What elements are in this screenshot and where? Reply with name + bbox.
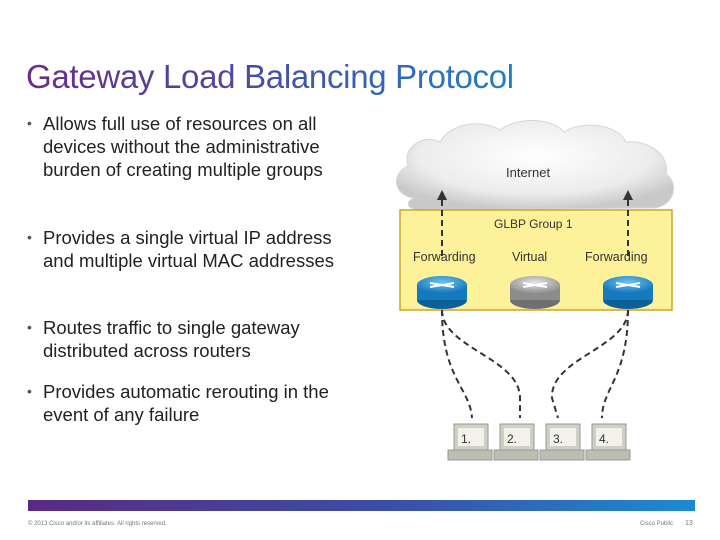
host-pc-4: 4. [585, 423, 631, 461]
bullet-item: Allows full use of resources on all devi… [26, 112, 366, 181]
router-icon [603, 276, 653, 309]
internet-label: Internet [506, 165, 550, 180]
router-label-virtual: Virtual [512, 250, 547, 264]
glbp-diagram: Internet GLBP Group 1 Forwarding Virtual… [396, 119, 675, 461]
host-links [441, 309, 629, 419]
arrowheads [437, 190, 633, 200]
bullet-item: Provides automatic rerouting in the even… [26, 380, 366, 426]
classification-text: Cisco Public [640, 521, 674, 527]
host-pc-3: 3. [539, 423, 585, 461]
host-label: 1. [461, 432, 471, 446]
copyright-text: © 2013 Cisco and/or its affiliates. All … [28, 521, 167, 527]
host-label: 3. [553, 432, 563, 446]
bullet-item: Routes traffic to single gateway distrib… [26, 316, 366, 362]
host-label: 2. [507, 432, 517, 446]
router-icon [417, 276, 467, 309]
slide-title: Gateway Load Balancing Protocol [26, 58, 514, 95]
router-label-forwarding-left: Forwarding [413, 250, 476, 264]
group-label: GLBP Group 1 [494, 217, 573, 231]
bullet-item: Provides a single virtual IP address and… [26, 226, 366, 272]
internet-cloud: Internet [396, 119, 675, 211]
virtual-router-icon [510, 276, 560, 309]
host-pc-1: 1. [447, 423, 493, 461]
footer-bar [28, 500, 695, 511]
host-pc-2: 2. [493, 423, 539, 461]
host-label: 4. [599, 432, 609, 446]
page-number: 13 [685, 520, 693, 527]
router-label-forwarding-right: Forwarding [585, 250, 648, 264]
